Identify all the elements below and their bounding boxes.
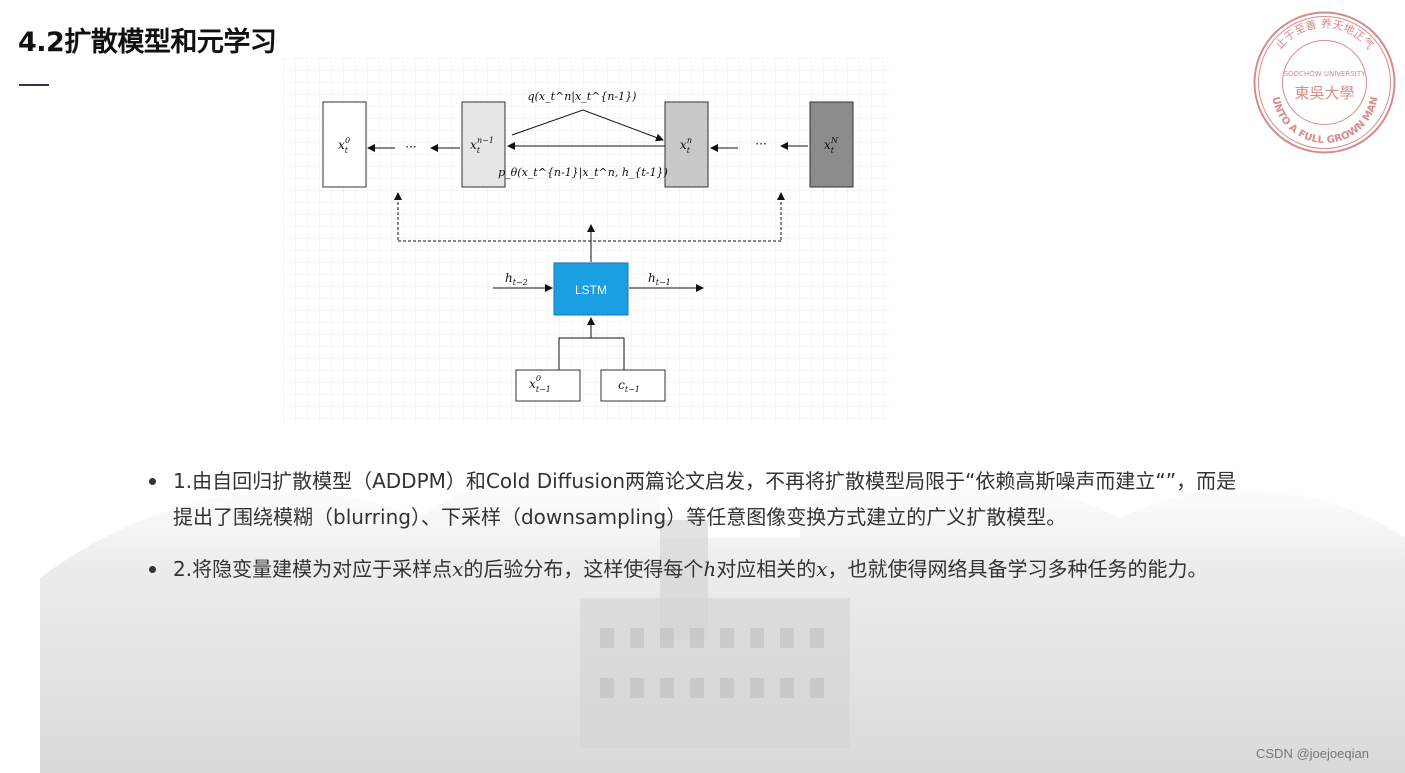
lstm-block bbox=[553, 262, 629, 316]
label-xn: xtn bbox=[680, 136, 692, 155]
csdn-watermark: CSDN @joejoeqian bbox=[1256, 746, 1369, 761]
label-x0-prev: xt−10 bbox=[529, 374, 551, 394]
seal-chinese: 東吳大學 bbox=[1294, 84, 1354, 102]
label-p: p_θ(x_t^{n-1}|x_t^n, h_{t-1}) bbox=[498, 166, 668, 180]
label-x0: xt0 bbox=[338, 136, 350, 155]
label-h-out: ht−1 bbox=[648, 271, 671, 287]
diffusion-lstm-diagram: xt0 xtn−1 xtn xtN ··· ··· q(x_t^n|x_t^{n… bbox=[283, 58, 891, 424]
node-xn bbox=[664, 101, 709, 188]
label-c-prev: ct−1 bbox=[618, 378, 640, 394]
node-x0-prev bbox=[515, 369, 581, 402]
seal-name: SOOCHOW UNIVERSITY bbox=[1284, 70, 1367, 78]
node-xn1 bbox=[461, 101, 506, 188]
title-underline bbox=[19, 84, 49, 86]
label-xN: xtN bbox=[824, 136, 839, 155]
campus-sketch-background bbox=[40, 470, 1405, 773]
node-c-prev bbox=[600, 369, 666, 402]
ellipsis-left: ··· bbox=[405, 140, 416, 154]
node-x0 bbox=[322, 101, 367, 188]
arrow-q-forward bbox=[511, 109, 664, 142]
diagram-grid bbox=[283, 58, 891, 424]
node-xN bbox=[809, 101, 854, 188]
label-xn1: xtn−1 bbox=[470, 136, 494, 155]
label-q: q(x_t^n|x_t^{n-1}) bbox=[528, 90, 637, 104]
page-title: 4.2扩散模型和元学习 bbox=[18, 27, 277, 58]
bullet-list: 1.由自回归扩散模型（ADDPM）和Cold Diffusion两篇论文启发，不… bbox=[148, 463, 1238, 603]
bullet-item-2: 2.将隐变量建模为对应于采样点x的后验分布，这样使得每个h对应相关的x，也就使得… bbox=[148, 551, 1238, 587]
svg-text:UNTO A FULL GROWN MAN: UNTO A FULL GROWN MAN bbox=[1269, 96, 1380, 146]
seal-motto: UNTO A FULL GROWN MAN bbox=[1269, 96, 1380, 146]
ellipsis-right: ··· bbox=[755, 137, 766, 151]
university-seal-logo: 止于至善 养天地正气 UNTO A FULL GROWN MAN SOOCHOW… bbox=[1253, 11, 1396, 154]
bullet-item-1: 1.由自回归扩散模型（ADDPM）和Cold Diffusion两篇论文启发，不… bbox=[148, 463, 1238, 535]
label-h-in: ht−2 bbox=[505, 271, 528, 287]
lstm-label: LSTM bbox=[575, 283, 607, 297]
input-connector bbox=[558, 337, 625, 370]
